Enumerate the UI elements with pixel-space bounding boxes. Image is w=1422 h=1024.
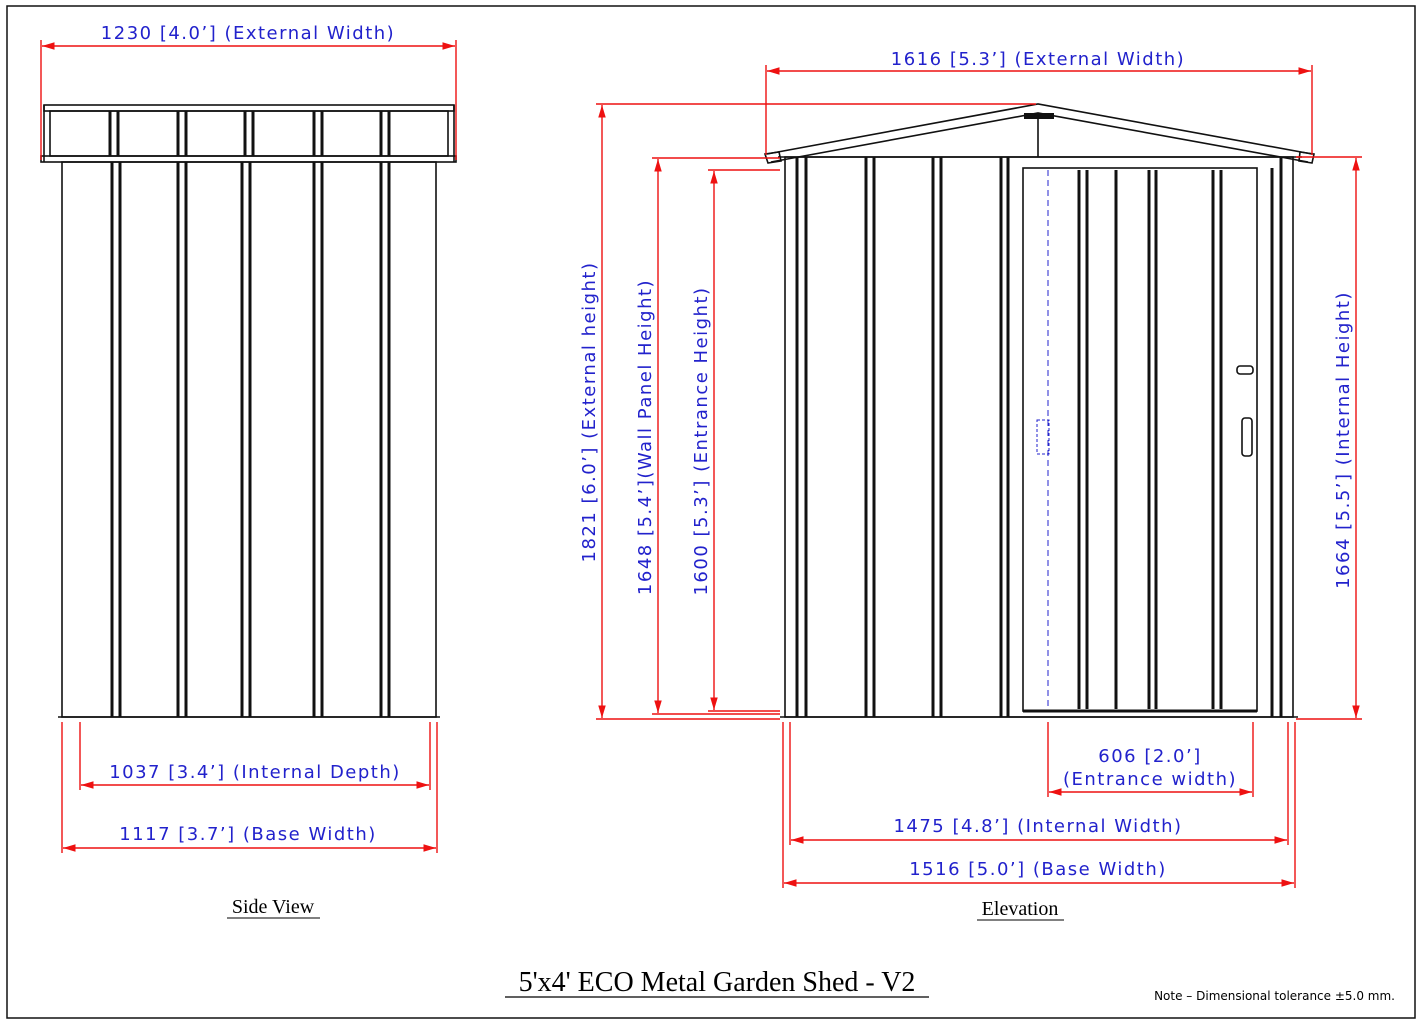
- elevation-external-width-label: 1616 [5.3’] (External Width): [891, 49, 1185, 70]
- side-view: 1230 [4.0’] (External Width) 1037 [3.4’]…: [40, 23, 457, 919]
- sheet-border: [6, 5, 1416, 1019]
- drawing-title: 5'x4' ECO Metal Garden Shed - V2: [519, 967, 916, 998]
- door-latch-icon: [1236, 365, 1254, 375]
- wall-panel-height-label: 1648 [5.4’](Wall Panel Height): [635, 279, 656, 595]
- elevation-base-width-dim: 1516 [5.0’] (Base Width): [782, 722, 1296, 888]
- elevation-base-width-label: 1516 [5.0’] (Base Width): [909, 859, 1167, 880]
- entrance-width-label: (Entrance width): [1063, 769, 1237, 790]
- elevation-wall: [780, 156, 1298, 718]
- side-wall: [58, 161, 440, 718]
- side-external-width-label: 1230 [4.0’] (External Width): [101, 23, 395, 44]
- entrance-height-label: 1600 [5.3’] (Entrance Height): [691, 286, 712, 595]
- side-external-width-dim: 1230 [4.0’] (External Width): [40, 23, 457, 160]
- side-view-caption: Side View: [232, 896, 315, 918]
- elevation-external-width-dim: 1616 [5.3’] (External Width): [765, 49, 1313, 155]
- elevation-internal-width-label: 1475 [4.8’] (Internal Width): [893, 816, 1182, 837]
- side-internal-depth-label: 1037 [3.4’] (Internal Depth): [109, 762, 401, 783]
- side-base-width-label: 1117 [3.7’] (Base Width): [119, 824, 377, 845]
- door-handle-icon: [1241, 417, 1253, 457]
- door-handle-hidden-icon: [1036, 419, 1050, 455]
- elevation-view: 1616 [5.3’] (External Width) 1821 [6.0’]…: [579, 49, 1362, 921]
- entrance-width-value: 606 [2.0’]: [1098, 746, 1201, 767]
- side-base-width-dim: 1117 [3.7’] (Base Width): [61, 722, 438, 853]
- external-height-dim: 1821 [6.0’] (External height): [579, 103, 1036, 720]
- elevation-caption: Elevation: [982, 898, 1059, 920]
- entrance-height-dim: 1600 [5.3’] (Entrance Height): [691, 169, 780, 712]
- elevation-internal-width-dim: 1475 [4.8’] (Internal Width): [789, 722, 1289, 845]
- internal-height-label: 1664 [5.5’] (Internal Height): [1333, 291, 1354, 589]
- side-internal-depth-dim: 1037 [3.4’] (Internal Depth): [79, 722, 431, 790]
- elevation-roof: [763, 103, 1315, 164]
- wall-panel-height-dim: 1648 [5.4’](Wall Panel Height): [635, 157, 780, 715]
- internal-height-dim: 1664 [5.5’] (Internal Height): [1296, 156, 1362, 720]
- side-roof: [40, 104, 457, 163]
- external-height-label: 1821 [6.0’] (External height): [579, 262, 600, 563]
- elevation-door: [1022, 167, 1258, 713]
- entrance-width-dim: 606 [2.0’] (Entrance width): [1047, 722, 1254, 797]
- tolerance-note: Note – Dimensional tolerance ±5.0 mm.: [1154, 989, 1395, 1003]
